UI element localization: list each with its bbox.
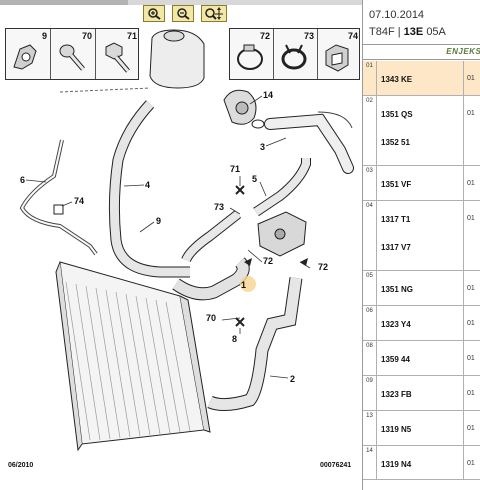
scrollbar-thumb[interactable]: [0, 0, 128, 5]
row-number: 05: [363, 271, 377, 305]
part-reference[interactable]: 1351 VF: [381, 180, 412, 189]
code-separator: |: [397, 26, 401, 38]
part-quantity: 01: [463, 411, 480, 445]
callout-3[interactable]: 3: [260, 142, 266, 152]
callout-73[interactable]: 73: [214, 202, 225, 212]
exploded-diagram-pane: 9 70 71 72: [0, 0, 363, 490]
callout-1[interactable]: 1: [241, 280, 247, 290]
code-suffix: 05A: [426, 26, 446, 38]
callout-4[interactable]: 4: [145, 180, 151, 190]
part-quantity: 01: [463, 166, 480, 200]
zoom-out-button[interactable]: [172, 5, 194, 22]
spring-clamp-icon: [281, 44, 307, 70]
callout-74[interactable]: 74: [74, 196, 85, 206]
table-row[interactable]: 02 1351 QS 1352 51 01: [363, 96, 480, 166]
part-quantity: 01: [463, 271, 480, 305]
part-quantity: 01: [463, 201, 480, 270]
callout-71[interactable]: 71: [230, 164, 241, 174]
bolt-icon: [105, 42, 130, 73]
row-number: 01: [363, 61, 377, 95]
table-row[interactable]: 06 1323 Y4 01: [363, 306, 480, 341]
code-bold: 13E: [403, 26, 424, 38]
part-reference[interactable]: 1343 KE: [381, 75, 413, 84]
callout-8[interactable]: 8: [232, 334, 238, 344]
row-number: 13: [363, 411, 377, 445]
part-reference[interactable]: 1323 FB: [381, 390, 412, 399]
horizontal-scrollbar[interactable]: [0, 0, 362, 5]
zoom-move-icon: [205, 7, 223, 20]
section-title: ENJEKSI: [446, 47, 480, 56]
callout-14[interactable]: 14: [263, 90, 274, 100]
table-row[interactable]: 14 1319 N4 01: [363, 446, 480, 480]
row-number: 14: [363, 446, 377, 479]
detail-cell-73[interactable]: 73: [274, 29, 318, 79]
table-row[interactable]: 09 1323 FB 01: [363, 376, 480, 411]
part-reference[interactable]: 1352 51: [381, 138, 410, 147]
part-quantity: 01: [463, 61, 480, 95]
part-reference[interactable]: 1319 N4: [381, 460, 412, 469]
clip-icon: [13, 44, 37, 70]
table-row[interactable]: 03 1351 VF 01: [363, 166, 480, 201]
detail-cell-72[interactable]: 72: [230, 29, 274, 79]
zoom-out-icon: [177, 8, 190, 20]
callout-72a[interactable]: 72: [263, 256, 274, 266]
table-row[interactable]: 04 1317 T1 1317 V7 01: [363, 201, 480, 271]
part-quantity: 01: [463, 341, 480, 375]
catalog-code: T84F | 13E 05A: [369, 26, 446, 38]
screw-icon: [59, 44, 85, 71]
detail-number: 9: [41, 31, 47, 41]
detail-cell-70[interactable]: 70: [51, 29, 96, 79]
part-reference[interactable]: 1359 44: [381, 355, 410, 364]
part-quantity: 01: [463, 96, 480, 165]
code-prefix: T84F: [369, 26, 395, 38]
part-reference[interactable]: 1351 NG: [381, 285, 414, 294]
table-row[interactable]: 05 1351 NG 01: [363, 271, 480, 306]
section-header: ENJEKSI: [363, 44, 480, 60]
callout-72b[interactable]: 72: [318, 262, 329, 272]
detail-number: 73: [303, 31, 314, 41]
part-reference[interactable]: 1323 Y4: [381, 320, 411, 329]
detail-cell-74[interactable]: 74: [318, 29, 361, 79]
zoom-move-button[interactable]: [201, 5, 227, 22]
part-quantity: 01: [463, 376, 480, 410]
detail-cell-71[interactable]: 71: [96, 29, 140, 79]
part-reference[interactable]: 1351 QS: [381, 110, 413, 119]
table-row[interactable]: 08 1359 44 01: [363, 341, 480, 376]
part-reference[interactable]: 1317 V7: [381, 243, 411, 252]
part-reference[interactable]: 1319 N5: [381, 425, 412, 434]
row-number: 04: [363, 201, 377, 270]
catalog-date: 07.10.2014: [369, 9, 425, 21]
parts-list-pane: 07.10.2014 T84F | 13E 05A ENJEKSI 01 1343…: [363, 0, 480, 490]
detail-box-clamps: 72 73 74: [229, 28, 360, 80]
detail-box-fixings: 9 70 71: [5, 28, 139, 80]
detail-number: 72: [259, 31, 270, 41]
part-reference[interactable]: 1317 T1: [381, 215, 411, 224]
callout-9[interactable]: 9: [156, 216, 162, 226]
diagram-toolbar: [0, 0, 362, 24]
table-row[interactable]: 01 1343 KE 01: [363, 61, 480, 96]
table-row[interactable]: 13 1319 N5 01: [363, 411, 480, 446]
detail-number: 70: [81, 31, 92, 41]
row-number: 06: [363, 306, 377, 340]
detail-number: 71: [126, 31, 137, 41]
callout-6[interactable]: 6: [20, 175, 26, 185]
part-quantity: 01: [463, 306, 480, 340]
hose-clamp-icon: [237, 44, 263, 70]
callout-5[interactable]: 5: [252, 174, 258, 184]
callout-2[interactable]: 2: [290, 374, 296, 384]
detail-number: 74: [347, 31, 358, 41]
row-number: 02: [363, 96, 377, 165]
row-number: 03: [363, 166, 377, 200]
part-quantity: 01: [463, 446, 480, 479]
row-number: 08: [363, 341, 377, 375]
diagram-code: 00076241: [320, 462, 352, 469]
zoom-in-icon: [148, 8, 161, 20]
diagram-date: 06/2010: [8, 462, 34, 469]
row-number: 09: [363, 376, 377, 410]
bracket-clip-icon: [325, 44, 349, 72]
zoom-in-button[interactable]: [143, 5, 165, 22]
callout-70[interactable]: 70: [206, 313, 217, 323]
detail-cell-9[interactable]: 9: [6, 29, 51, 79]
